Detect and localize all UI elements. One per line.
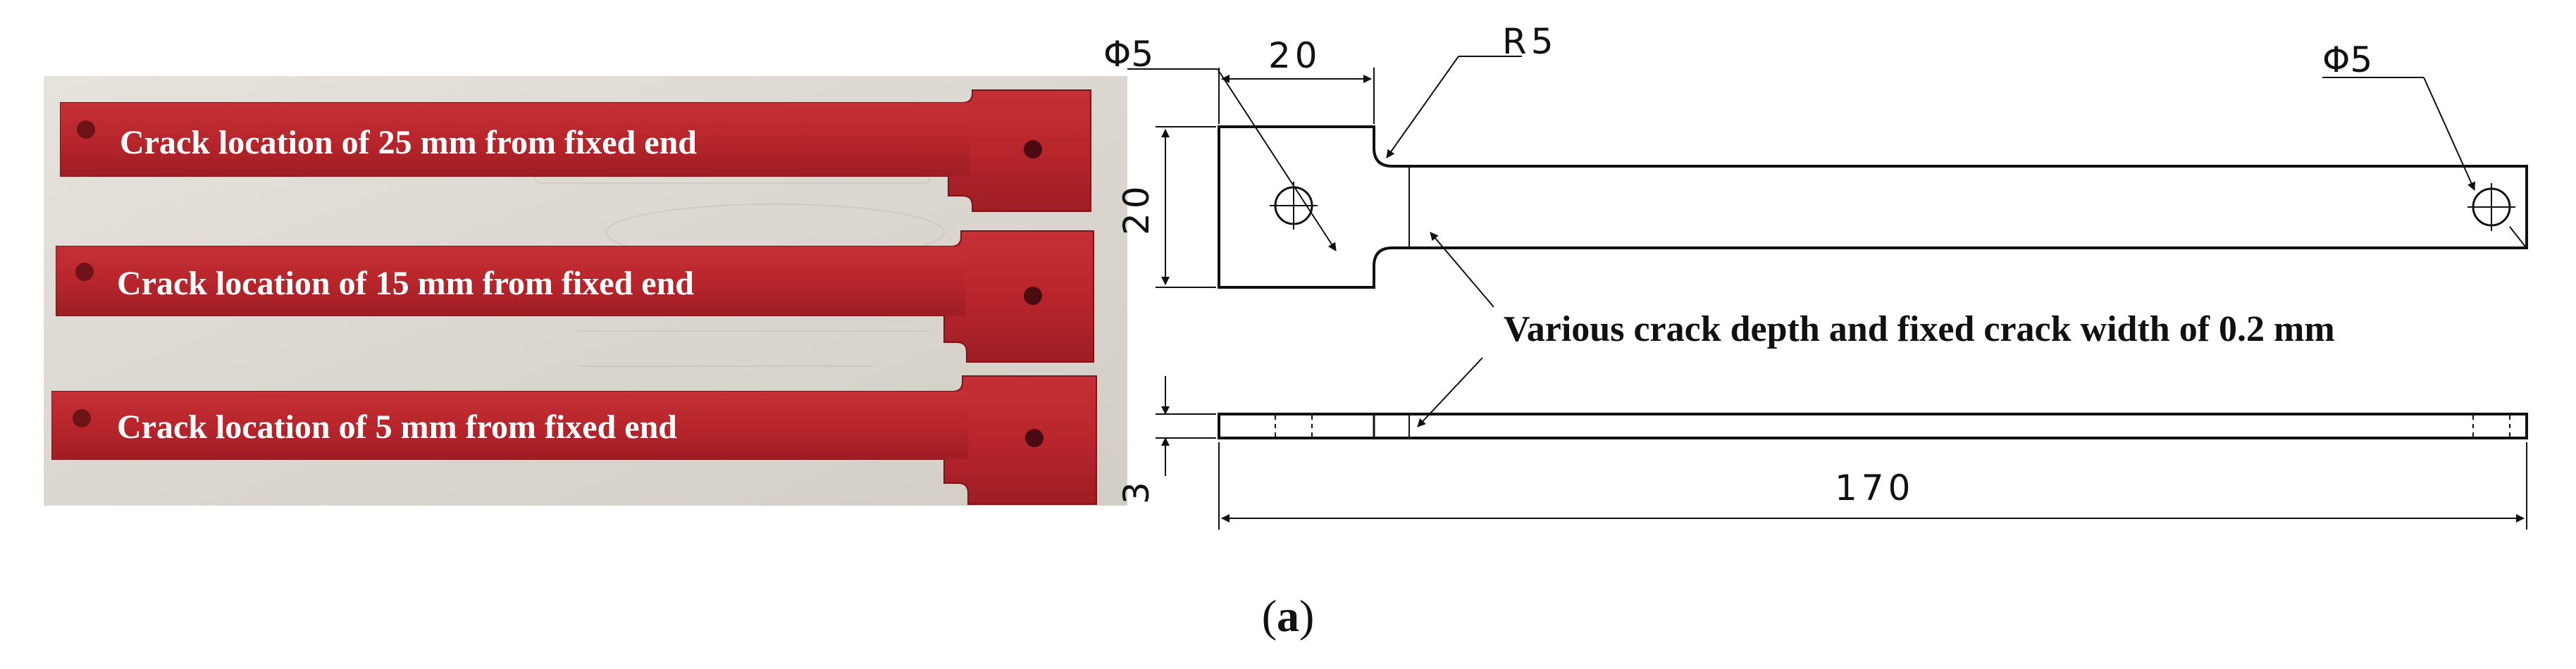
specimen-25mm: Crack location of 25 mm from fixed end [60, 89, 1091, 212]
leader-line [1386, 56, 1459, 158]
hole-diameter-label-left: Φ5 [1103, 34, 1153, 75]
caption-close-paren: ) [1299, 591, 1315, 641]
top-view-outline [1218, 125, 2528, 289]
specimen-shank [61, 103, 970, 176]
head-width-label: 20 [1268, 35, 1322, 76]
technical-drawing [1127, 56, 2528, 530]
length-label: 170 [1835, 468, 1914, 508]
side-view-outline [1218, 413, 2528, 439]
tip-hole [1025, 429, 1044, 447]
specimen-15mm: Crack location of 15 mm from fixed end [56, 230, 1094, 363]
specimen-shank [52, 392, 968, 459]
specimen-5mm: Crack location of 5 mm from fixed end [51, 375, 1097, 505]
leader-line [2423, 77, 2475, 191]
leader-line [1217, 68, 1337, 251]
drawing-labels: Φ5 20 R5 Φ5 20 3 170 Various crack depth… [1103, 21, 2372, 508]
crack-leader [1417, 357, 1483, 427]
crack-location-label: Crack location of 25 mm from fixed end [120, 124, 697, 161]
crack-location-label: Crack location of 15 mm from fixed end [117, 265, 694, 302]
figure-caption: (a) [0, 590, 2576, 642]
crack-location-label: Crack location of 5 mm from fixed end [117, 408, 677, 446]
tip-hole [1024, 140, 1042, 158]
fixed-end-hole [75, 263, 94, 281]
crack-leader [1430, 232, 1494, 308]
crack-note: Various crack depth and fixed crack widt… [1504, 309, 2335, 349]
fixed-end-hole [73, 409, 91, 427]
leader-line [2509, 226, 2526, 247]
thickness-label: 3 [1116, 482, 1157, 504]
specimen-shank [56, 246, 965, 315]
head-height-label: 20 [1116, 182, 1157, 235]
caption-letter: a [1277, 591, 1299, 641]
tip-hole [1024, 287, 1042, 305]
fixed-end-hole [77, 120, 95, 139]
hole-diameter-label-right: Φ5 [2322, 39, 2372, 80]
caption-open-paren: ( [1261, 591, 1277, 641]
fillet-radius-label: R5 [1502, 21, 1558, 62]
specimen-photo: Crack location of 25 mm from fixed end C… [44, 76, 1127, 506]
